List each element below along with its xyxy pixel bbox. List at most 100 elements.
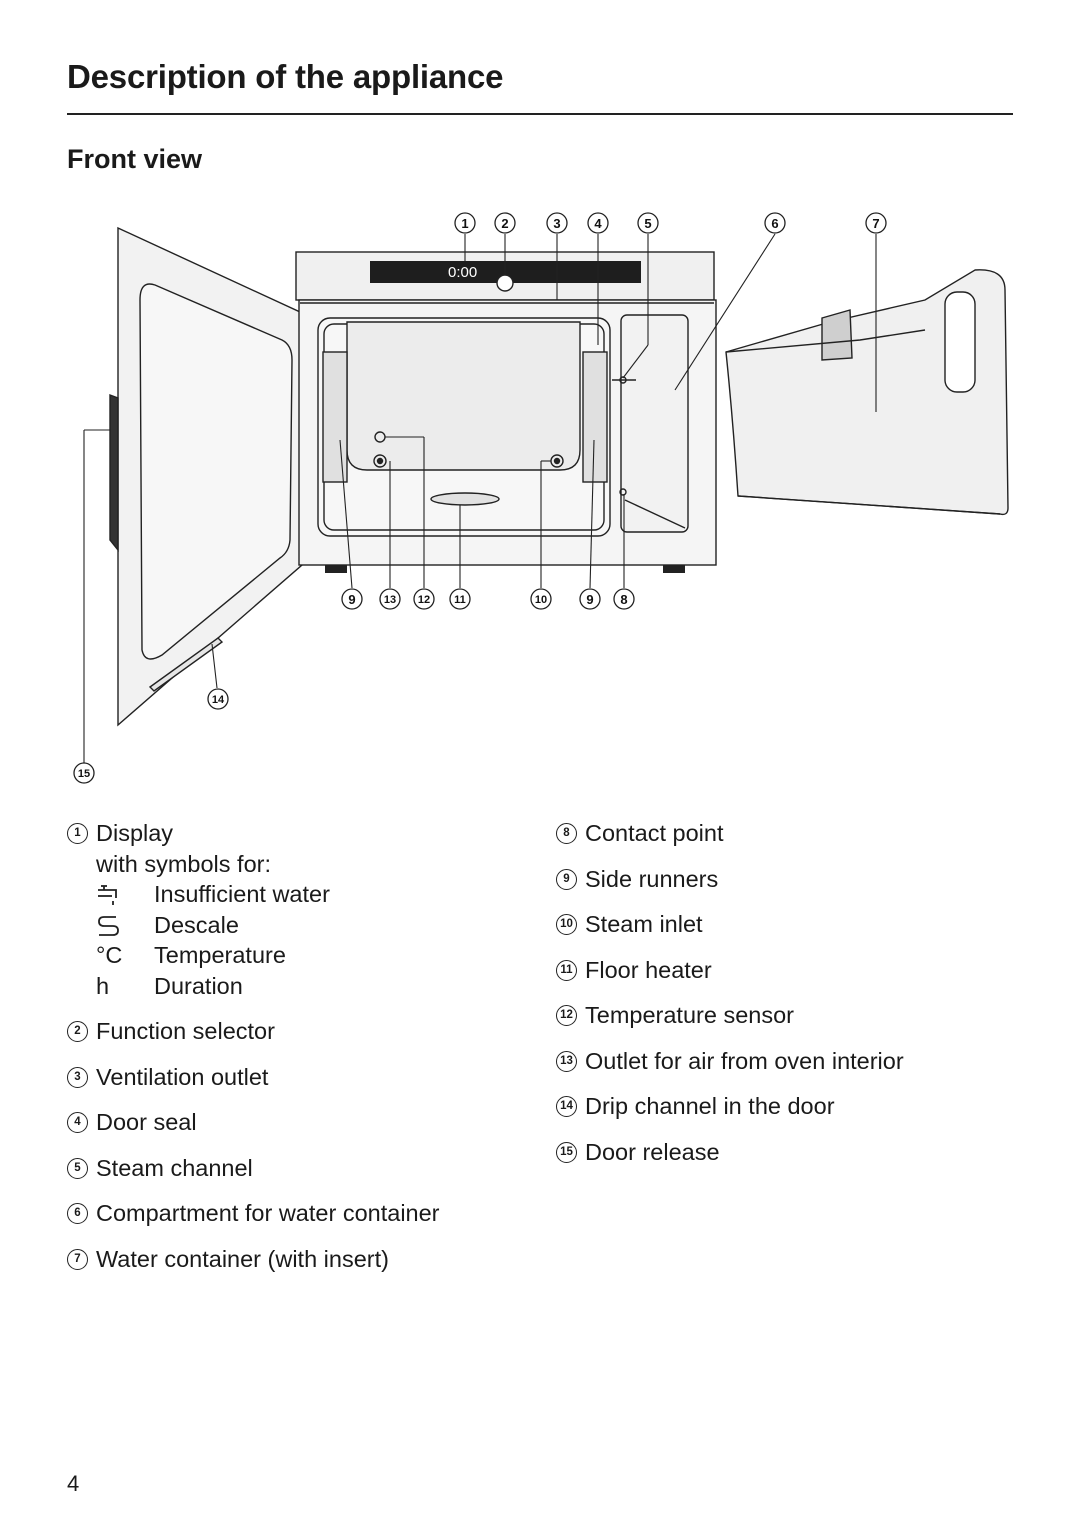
appliance-diagram: 0:00 1 2 3 4 5 6 7 9 13 12 11 10 9 8 14 … <box>0 195 1080 795</box>
callout-3: 3 <box>546 212 568 234</box>
svg-text:8: 8 <box>620 592 627 607</box>
legend-label: Display <box>96 820 174 846</box>
legend-item-steam-channel: 5 Steam channel <box>67 1153 537 1184</box>
oven-body <box>295 251 717 573</box>
legend-number: 4 <box>67 1112 88 1133</box>
svg-text:12: 12 <box>418 594 430 606</box>
legend-number: 8 <box>556 823 577 844</box>
callout-9-left: 9 <box>341 588 363 610</box>
legend-number: 11 <box>556 959 577 981</box>
legend-left: 1 Display with symbols for: Insufficient… <box>67 818 537 1274</box>
legend-number: 5 <box>67 1157 88 1179</box>
legend-label: Ventilation outlet <box>96 1063 269 1090</box>
legend-number: 12 <box>556 1005 577 1026</box>
callout-8: 8 <box>613 588 635 610</box>
display-symbols-intro: with symbols for: <box>96 850 271 877</box>
symbol-row-duration: h Duration <box>67 971 537 1002</box>
legend-number: 1 <box>67 823 88 844</box>
legend-right: 8 Contact point 9 Side runners 10 Steam … <box>556 818 1056 1167</box>
callout-11: 11 <box>449 588 471 610</box>
title-divider <box>67 113 1013 115</box>
legend-label: Outlet for air from oven interior <box>585 1047 904 1074</box>
legend-item-door-release: 15 Door release <box>556 1137 1056 1168</box>
legend-number: 7 <box>67 1248 88 1270</box>
legend-label: Side runners <box>585 865 719 892</box>
temperature-symbol: °C <box>96 942 123 968</box>
legend-label: Compartment for water container <box>96 1200 440 1226</box>
legend-item-drip-channel: 14 Drip channel in the door <box>556 1091 1056 1122</box>
legend-item-steam-inlet: 10 Steam inlet <box>556 909 1056 940</box>
svg-text:13: 13 <box>384 594 396 606</box>
legend-item-water-compartment: 6 Compartment for water container <box>67 1198 537 1229</box>
legend-label: Water container (with insert) <box>96 1245 389 1272</box>
callout-5: 5 <box>637 212 659 234</box>
svg-text:11: 11 <box>454 594 466 606</box>
legend-number: 14 <box>556 1096 577 1117</box>
legend-label: Drip channel in the door <box>585 1093 835 1119</box>
callout-4: 4 <box>587 212 609 234</box>
oven-door <box>109 226 304 727</box>
svg-text:3: 3 <box>553 216 560 231</box>
callout-9-right: 9 <box>579 588 601 610</box>
legend-number: 15 <box>556 1141 577 1163</box>
svg-text:7: 7 <box>872 216 879 231</box>
symbol-row-water: Insufficient water <box>67 879 537 910</box>
legend-number: 13 <box>556 1050 577 1072</box>
legend-number: 9 <box>556 868 577 890</box>
legend-item-water-container: 7 Water container (with insert) <box>67 1244 537 1275</box>
leader-lines <box>83 233 877 763</box>
legend-number: 2 <box>67 1021 88 1042</box>
legend-item-temperature-sensor: 12 Temperature sensor <box>556 1000 1056 1031</box>
page-title: Description of the appliance <box>67 58 504 95</box>
svg-text:1: 1 <box>461 216 468 231</box>
callout-14: 14 <box>207 688 229 710</box>
symbol-label: Descale <box>154 911 239 938</box>
legend-label: Temperature sensor <box>585 1002 794 1028</box>
legend-item-display: 1 Display <box>67 818 537 849</box>
function-selector-knob <box>496 274 514 292</box>
symbol-label: Insufficient water <box>154 881 330 907</box>
callout-10: 10 <box>530 588 552 610</box>
callout-13: 13 <box>379 588 401 610</box>
legend-item-door-seal: 4 Door seal <box>67 1107 537 1138</box>
symbol-row-temperature: °C Temperature <box>67 940 537 971</box>
svg-text:9: 9 <box>348 592 355 607</box>
callout-15: 15 <box>73 762 95 784</box>
svg-text:2: 2 <box>501 216 508 231</box>
svg-text:15: 15 <box>78 768 90 780</box>
svg-text:6: 6 <box>771 216 778 231</box>
symbol-row-descale: Descale <box>67 910 537 941</box>
svg-text:9: 9 <box>586 592 593 607</box>
legend-number: 3 <box>67 1066 88 1088</box>
descale-icon <box>96 910 136 940</box>
callout-2: 2 <box>494 212 516 234</box>
legend-label: Function selector <box>96 1018 275 1044</box>
legend-item-ventilation-outlet: 3 Ventilation outlet <box>67 1062 537 1093</box>
section-title: Front view <box>67 144 203 174</box>
callout-7: 7 <box>865 212 887 234</box>
legend-label: Door release <box>585 1138 720 1165</box>
legend-item-function-selector: 2 Function selector <box>67 1016 537 1047</box>
legend-label: Steam channel <box>96 1154 253 1181</box>
legend-label: Floor heater <box>585 956 712 983</box>
legend-label: Steam inlet <box>585 911 703 937</box>
legend-item-contact-point: 8 Contact point <box>556 818 1056 849</box>
display-readout: 0:00 <box>448 264 477 281</box>
legend-number: 10 <box>556 914 577 935</box>
legend-item-floor-heater: 11 Floor heater <box>556 955 1056 986</box>
legend-number: 6 <box>67 1203 88 1224</box>
legend-item-air-outlet: 13 Outlet for air from oven interior <box>556 1046 1056 1077</box>
callout-1: 1 <box>454 212 476 234</box>
legend-label: Contact point <box>585 820 724 846</box>
legend-label: Door seal <box>96 1109 197 1135</box>
tap-icon <box>96 879 136 909</box>
callout-12: 12 <box>413 588 435 610</box>
svg-text:5: 5 <box>644 216 651 231</box>
duration-symbol: h <box>96 972 110 999</box>
page-number: 4 <box>67 1471 80 1496</box>
svg-text:10: 10 <box>535 594 547 606</box>
symbol-label: Duration <box>154 972 243 999</box>
svg-text:14: 14 <box>212 694 225 706</box>
symbol-label: Temperature <box>154 942 286 968</box>
callout-6: 6 <box>764 212 786 234</box>
